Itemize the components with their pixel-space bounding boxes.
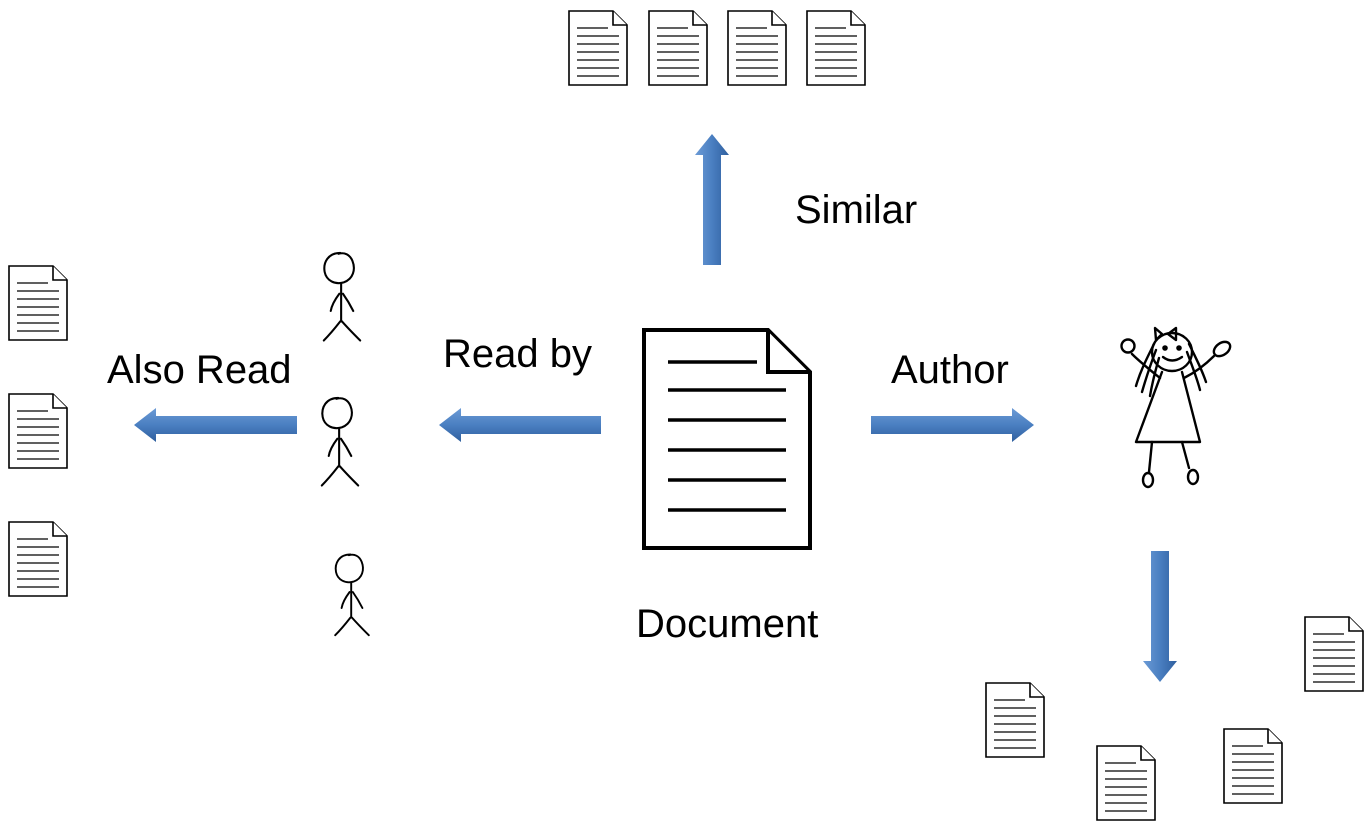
reader-stick-figure-icon <box>322 251 362 342</box>
author-label: Author <box>891 348 1009 392</box>
center-document-icon <box>642 328 812 550</box>
author-arrow <box>871 408 1034 442</box>
authored-document-icon <box>1304 616 1364 692</box>
similar-document-icon <box>568 10 628 86</box>
authored-document-icon <box>1223 728 1283 804</box>
read-by-arrow <box>439 408 601 442</box>
also-read-document-icon <box>8 521 68 597</box>
also-read-arrow <box>134 408 297 442</box>
reader-stick-figure-icon <box>334 553 370 637</box>
also-read-label: Also Read <box>107 348 292 392</box>
authored-documents-arrow <box>1143 551 1177 682</box>
similar-label: Similar <box>795 188 918 232</box>
similar-document-icon <box>806 10 866 86</box>
author-stick-figure-icon <box>1120 326 1232 489</box>
read-by-label: Read by <box>443 332 592 376</box>
document-label: Document <box>636 602 819 646</box>
authored-document-icon <box>985 682 1045 758</box>
similar-document-icon <box>648 10 708 86</box>
also-read-document-icon <box>8 393 68 469</box>
similar-document-icon <box>727 10 787 86</box>
reader-stick-figure-icon <box>320 396 360 487</box>
authored-document-icon <box>1096 745 1156 821</box>
similar-arrow <box>695 134 729 265</box>
also-read-document-icon <box>8 265 68 341</box>
